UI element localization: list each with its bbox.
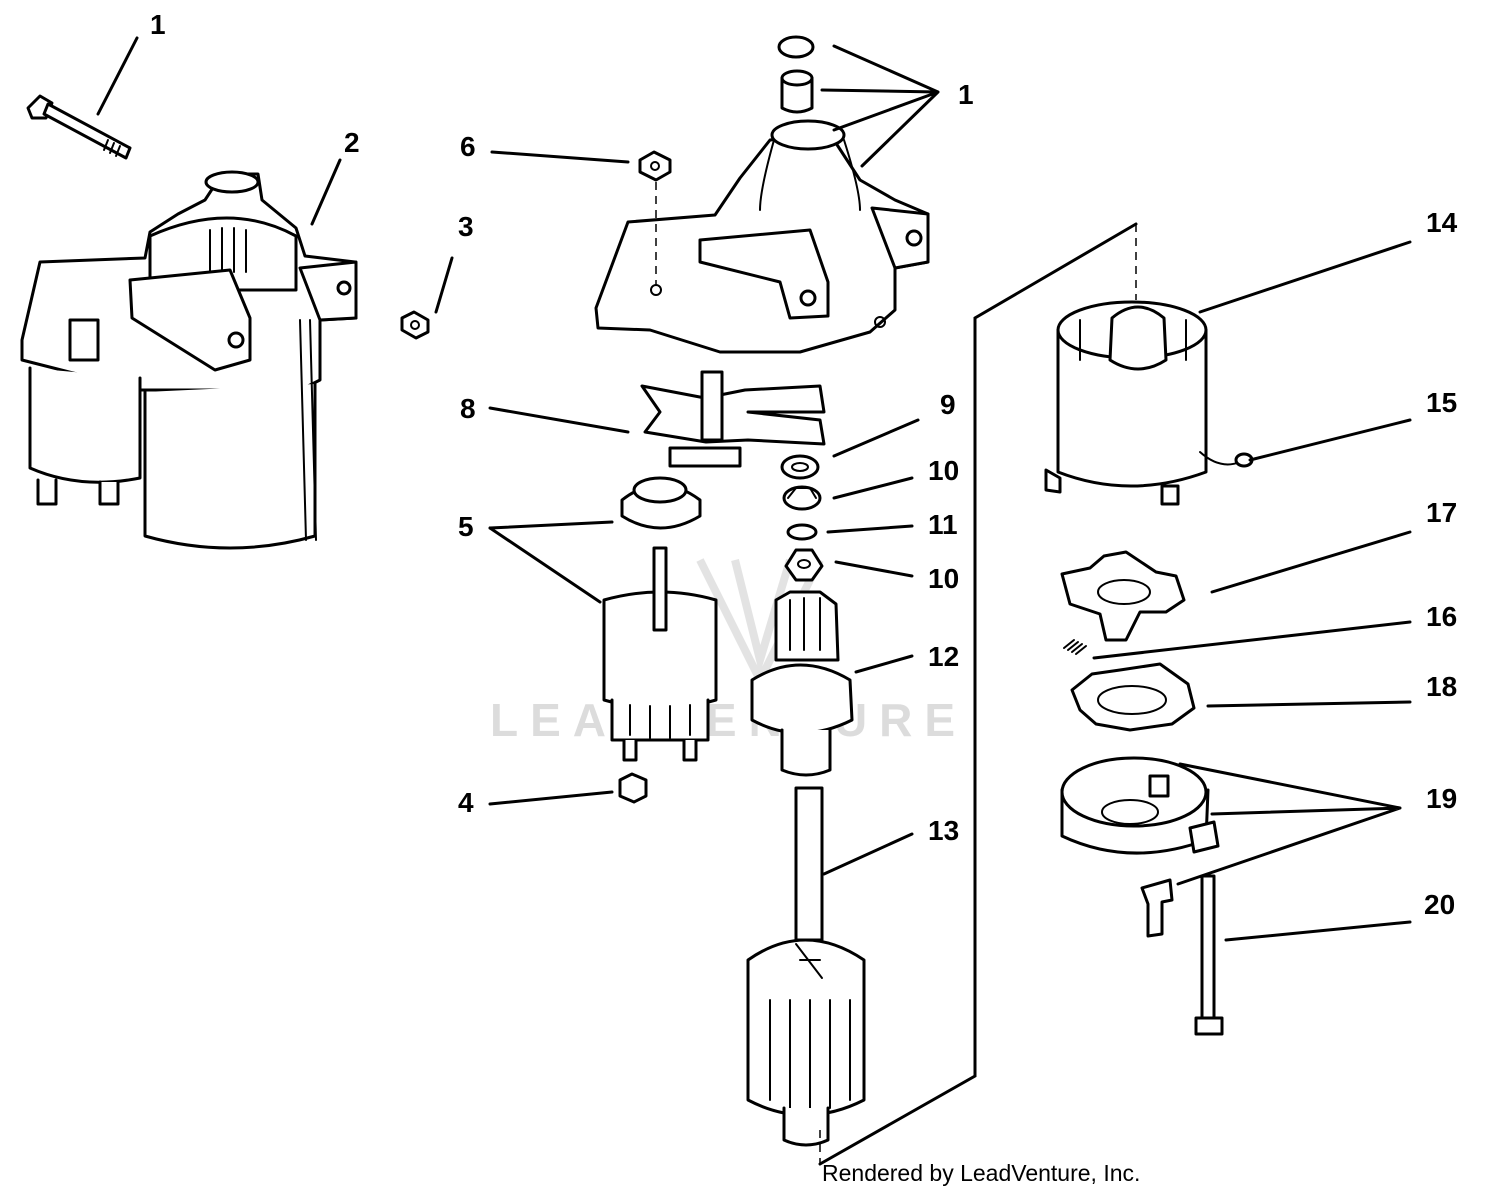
part-nut-3[interactable] <box>400 310 430 340</box>
rendered-by-credit: Rendered by LeadVenture, Inc. <box>822 1160 1141 1186</box>
callout-13: 13 <box>928 815 959 846</box>
callout-8: 8 <box>460 393 476 424</box>
part-brush-holder[interactable] <box>1060 550 1186 642</box>
callout-14: 14 <box>1426 207 1458 238</box>
callout-11: 11 <box>928 509 958 540</box>
part-armature[interactable] <box>746 786 866 1147</box>
callout-6: 6 <box>460 131 476 162</box>
part-nut-6[interactable] <box>638 150 672 182</box>
callout-10b: 10 <box>928 563 959 594</box>
callout-1-bolt: 1 <box>150 9 166 40</box>
callout-4: 4 <box>458 787 474 818</box>
leader-lines <box>96 36 1412 942</box>
callout-3: 3 <box>458 211 474 242</box>
part-starter-motor-assembly[interactable] <box>20 170 358 550</box>
part-snap-ring-11[interactable] <box>786 523 818 541</box>
part-drive-end-housing[interactable] <box>594 119 930 354</box>
callout-15: 15 <box>1426 387 1457 418</box>
part-through-bolt-left[interactable] <box>26 94 132 160</box>
part-commutator-end-cap[interactable] <box>1060 756 1220 938</box>
callout-20: 20 <box>1424 889 1455 920</box>
part-stop-collar-10a[interactable] <box>782 485 822 511</box>
part-shift-lever[interactable] <box>640 370 826 468</box>
callout-16: 16 <box>1426 601 1457 632</box>
callout-17: 17 <box>1426 497 1457 528</box>
watermark-text: LEADVENTURE <box>490 694 967 746</box>
part-brush-spring[interactable] <box>1063 639 1087 655</box>
part-bushing-set[interactable] <box>777 35 815 114</box>
callout-10a: 10 <box>928 455 959 486</box>
callout-9: 9 <box>940 389 956 420</box>
callout-19: 19 <box>1426 783 1457 814</box>
part-pinion-drive[interactable] <box>750 590 854 777</box>
part-through-bolt-20[interactable] <box>1194 874 1224 1036</box>
part-nut-4[interactable] <box>618 772 648 804</box>
callout-12: 12 <box>928 641 959 672</box>
callout-labels: 1 2 3 6 1 8 9 10 11 10 5 12 4 13 14 15 1… <box>150 9 1458 920</box>
part-solenoid[interactable] <box>602 476 718 762</box>
callout-5: 5 <box>458 511 474 542</box>
part-field-frame[interactable] <box>1044 300 1208 506</box>
group-bracket <box>818 222 1138 1166</box>
callout-2: 2 <box>344 127 360 158</box>
part-brush-plate[interactable] <box>1070 662 1196 732</box>
callout-1-bushing: 1 <box>958 79 974 110</box>
part-washer-9[interactable] <box>780 454 820 480</box>
part-terminal-lead[interactable] <box>1199 451 1254 468</box>
watermark: LEADVENTURE <box>490 558 967 746</box>
part-stop-collar-10b[interactable] <box>784 548 824 582</box>
callout-18: 18 <box>1426 671 1457 702</box>
